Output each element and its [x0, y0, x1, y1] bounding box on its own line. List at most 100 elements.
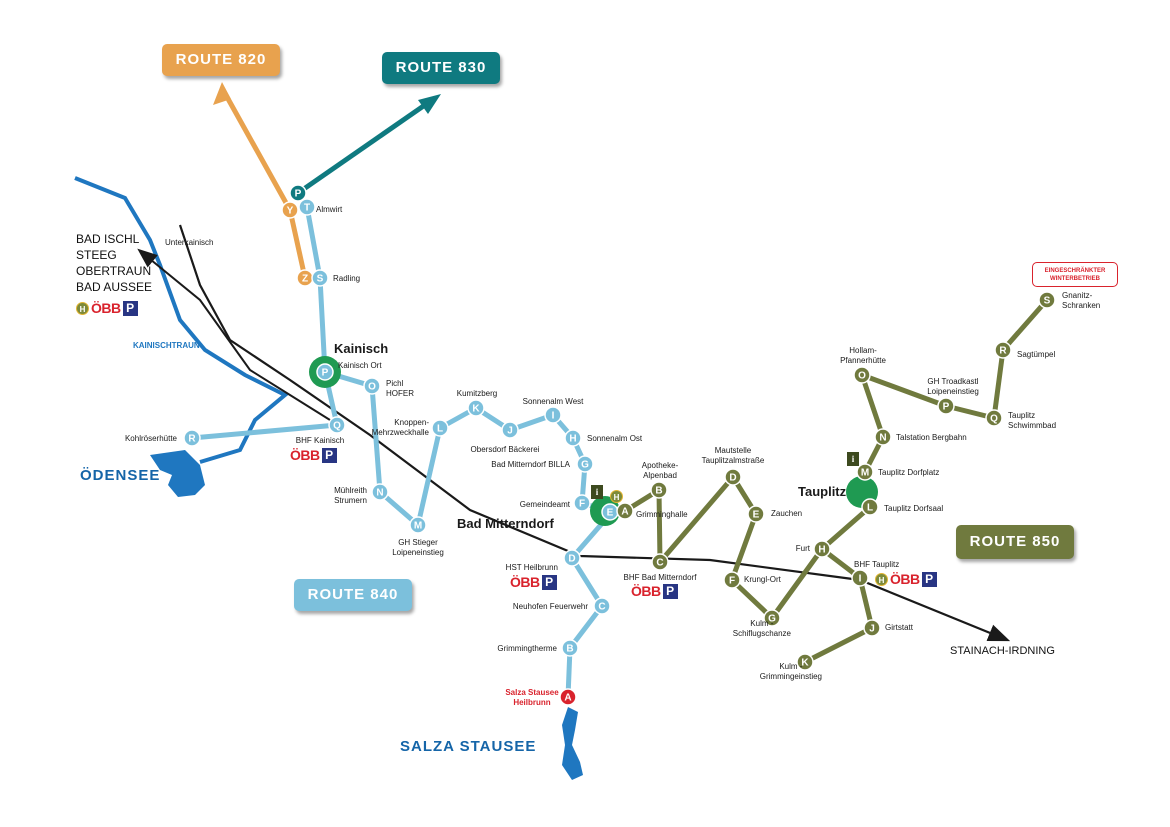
stop-node-y820: Y	[281, 201, 299, 219]
destination-steeg: STEEG	[76, 248, 117, 262]
stop-kainisch-ort: Kainisch Ort	[338, 361, 382, 370]
stop-circle	[561, 639, 579, 657]
stop-tauplitz-dorfplatz: Tauplitz Dorfplatz	[878, 468, 940, 477]
parking-icon: P	[321, 447, 337, 463]
stop-circle	[573, 494, 591, 512]
stop-circle	[650, 481, 668, 499]
stop-letter: Z	[302, 274, 308, 285]
stop-circle	[853, 366, 871, 384]
stop-krungl-ort: Krungl-Ort	[744, 575, 781, 584]
stop-circle	[298, 198, 316, 216]
stop-circle	[328, 416, 346, 434]
stop-letter: T	[304, 203, 310, 214]
stop-circle	[616, 502, 634, 520]
stop-almwirt: Almwirt	[316, 205, 343, 214]
route-830-arrow	[418, 94, 441, 114]
stop-pichl-hofer: Pichl HOFER	[386, 379, 414, 398]
stop-node-a850: A	[616, 502, 634, 520]
stop-node-k840: K	[467, 399, 485, 417]
stop-salza-stausee-heilbrunn: Salza Stausee Heilbrunn	[505, 688, 559, 707]
stop-letter: Y	[287, 206, 294, 217]
stop-letter: B	[655, 486, 662, 497]
stop-hollam-pfannerhuette: Hollam- Pfannerhütte	[840, 346, 886, 365]
stop-node-s840: S	[311, 269, 329, 287]
winter-notice-text: EINGESCHRÄNKTER WINTERBETRIEB	[1044, 267, 1106, 282]
route-820-arrow	[213, 82, 231, 105]
stop-circle	[544, 406, 562, 424]
route-830-box: ROUTE 830	[382, 52, 500, 84]
route-840-box: ROUTE 840	[294, 579, 412, 611]
stop-circle	[796, 653, 814, 671]
stop-bad-mitterndorf-billa: Bad Mitterndorf BILLA	[491, 460, 570, 469]
stop-grimmingtherme: Grimmingtherme	[497, 644, 557, 653]
label-kainischtraun: KAINISCHTRAUN	[133, 341, 200, 350]
stop-circle	[874, 428, 892, 446]
stop-letter: B	[566, 644, 573, 655]
stop-node-n850: N	[874, 428, 892, 446]
stop-letter: A	[564, 693, 571, 704]
stop-radling: Radling	[333, 274, 361, 283]
stop-node-r850: R	[994, 341, 1012, 359]
stop-node-s850: S	[1038, 291, 1056, 309]
route-830-line	[296, 95, 437, 196]
stop-letter: O	[858, 371, 866, 382]
stop-circle	[431, 419, 449, 437]
stop-circle	[183, 429, 201, 447]
stop-node-z820: Z	[296, 269, 314, 287]
stop-bhf-kainisch: BHF Kainisch	[295, 436, 345, 445]
stop-node-b850: B	[650, 481, 668, 499]
stop-node-a840: A	[559, 688, 577, 706]
town-bad-mitterndorf: Bad Mitterndorf	[457, 516, 554, 531]
stop-letter: I	[859, 574, 862, 585]
stop-circle	[281, 201, 299, 219]
obb-rail-icon: ÖBB	[631, 583, 661, 599]
label-salza-stausee: SALZA STAUSEE	[400, 738, 537, 755]
stop-circle	[863, 619, 881, 637]
stop-bhf-tauplitz: BHF Tauplitz	[854, 560, 900, 569]
stop-furt: Furt	[795, 544, 810, 553]
stop-hst-heilbrunn: HST Heilbrunn	[505, 563, 558, 572]
stop-circle	[289, 184, 307, 202]
stop-bhf-bad-mitterndorf: BHF Bad Mitterndorf	[623, 573, 697, 582]
stop-node-d850: D	[724, 468, 742, 486]
stop-letter: N	[376, 488, 383, 499]
bus-stop-icon: H	[76, 301, 89, 315]
stop-node-h850: H	[813, 540, 831, 558]
parking-icon: P	[662, 583, 678, 599]
stop-node-d840: D	[563, 549, 581, 567]
destination-obertraun: OBERTRAUN	[76, 264, 152, 278]
stop-circle	[651, 553, 669, 571]
route-850-line	[623, 298, 1049, 665]
stop-gh-stieger: GH Stieger Loipeneinstieg	[392, 538, 444, 557]
stop-letter: C	[598, 602, 605, 613]
stop-letter: M	[861, 468, 869, 479]
salza-stausee-lake	[562, 707, 583, 780]
stop-circle	[316, 363, 334, 381]
stop-node-q840: Q	[328, 416, 346, 434]
stop-circle	[559, 688, 577, 706]
stop-letter: J	[869, 624, 875, 635]
route-820-line	[219, 86, 308, 279]
stop-knoppen-mehrzweckhalle: Knoppen- Mehrzweckhalle	[371, 418, 429, 437]
stop-gh-troadkastl: GH Troadkastl Loipeneinstieg	[927, 377, 979, 396]
destination-bad-aussee: BAD AUSSEE	[76, 280, 153, 294]
stop-letter: P	[295, 189, 302, 200]
stop-letter: K	[801, 658, 809, 669]
stop-sagtuempel: Sagtümpel	[1017, 350, 1056, 359]
obb-rail-icon: ÖBB	[890, 571, 920, 587]
stop-node-r840: R	[183, 429, 201, 447]
stop-letter: F	[729, 576, 735, 587]
stop-kulm-schiflugschanze: Kulm - Schiflugschanze	[732, 619, 791, 638]
obb-rail-icon: ÖBB	[510, 574, 540, 590]
stop-circle	[409, 516, 427, 534]
stop-letter: J	[507, 426, 513, 437]
stop-node-p850: P	[937, 397, 955, 415]
stop-node-h840: H	[564, 429, 582, 447]
stop-kohlroeserhuette: Kohlröserhütte	[124, 434, 177, 443]
winter-service-notice: EINGESCHRÄNKTER WINTERBETRIEB	[1032, 262, 1118, 287]
bhf-kainisch-services: ÖBB P	[290, 447, 337, 463]
stop-circle	[311, 269, 329, 287]
stop-sonnenalm-west: Sonnenalm West	[522, 397, 584, 406]
stop-circle	[501, 421, 519, 439]
stop-letter: L	[867, 503, 873, 514]
